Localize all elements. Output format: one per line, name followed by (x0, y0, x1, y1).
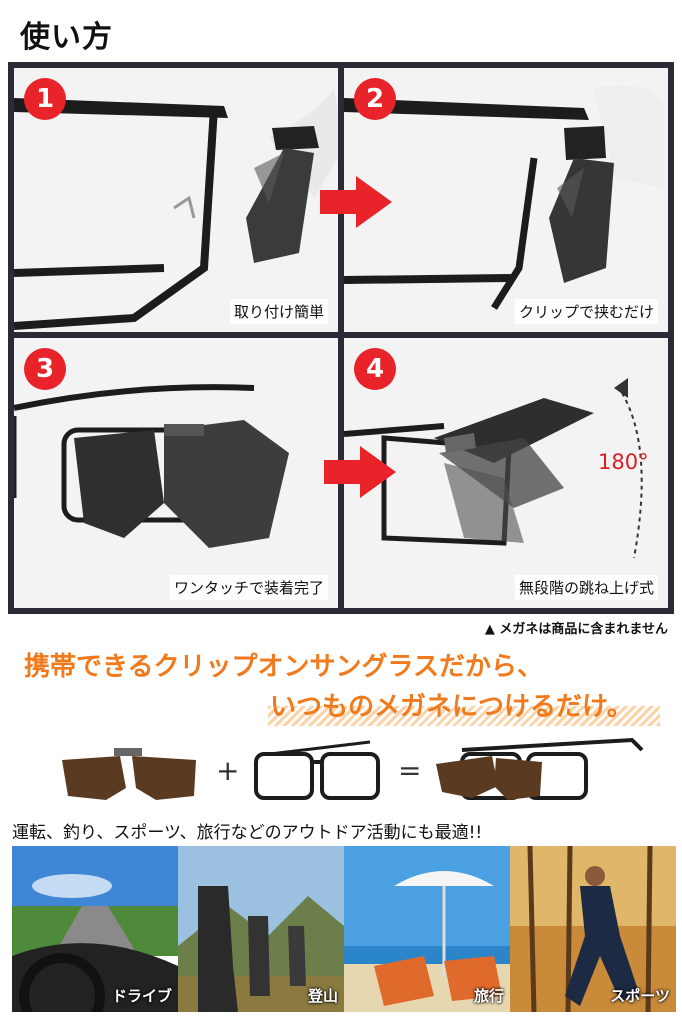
photo-label-travel: 旅行 (473, 987, 504, 1005)
step-2-illustration (344, 85, 664, 310)
step-1-illustration (14, 88, 338, 330)
equals-sign: = (398, 754, 422, 787)
headline-highlight-stripe (268, 706, 660, 726)
step-4-number-badge: 4 (354, 348, 396, 390)
step-3-illustration (14, 384, 289, 548)
use-cases-text: 運転、釣り、スポーツ、旅行などのアウトドア活動にも最適!! (12, 823, 483, 843)
step-2-panel: 2 クリップで挟むだけ (344, 68, 668, 332)
photo-hiking: 登山 (178, 846, 344, 1012)
step-3-panel: 3 ワンタッチで装着完了 (14, 338, 338, 608)
product-equation: + = (0, 734, 682, 814)
photo-sports: スポーツ (510, 846, 676, 1012)
glasses-frame-icon (254, 740, 380, 800)
photo-label-sports: スポーツ (610, 987, 670, 1005)
travel-photo-image (344, 846, 510, 1012)
photo-drive: ドライブ (12, 846, 178, 1012)
arrow-right-icon (324, 446, 396, 498)
step-1-caption: 取り付け簡単 (229, 299, 328, 324)
headline-line-1: 携帯できるクリップオンサングラスだから、 (24, 652, 543, 682)
step-1-number-badge: 1 (24, 78, 66, 120)
step-4-illustration (344, 378, 643, 559)
photo-label-drive: ドライブ (111, 987, 172, 1005)
step-1-panel: 1 取り付け簡単 (14, 68, 338, 332)
step-2-caption: クリップで挟むだけ (514, 299, 658, 324)
sports-photo-image (510, 846, 676, 1012)
photo-label-hiking: 登山 (307, 987, 338, 1005)
step-3-caption: ワンタッチで装着完了 (169, 575, 328, 600)
step-3-number-badge: 3 (24, 348, 66, 390)
step-2-number-badge: 2 (354, 78, 396, 120)
product-note: ▲ メガネは商品に含まれません (484, 622, 668, 637)
clip-lens-icon (62, 748, 196, 800)
arrow-right-icon (320, 176, 392, 228)
steps-grid: 1 取り付け簡単 2 クリップで挟むだけ 3 ワンタッチで装着完了 (8, 62, 674, 614)
step-4-caption: 無段階の跳ね上げ式 (514, 575, 658, 600)
drive-photo-image (12, 846, 178, 1012)
step-4-panel: 180° 4 無段階の跳ね上げ式 (344, 338, 668, 608)
step-4-angle-label: 180° (598, 450, 649, 474)
photo-travel: 旅行 (344, 846, 510, 1012)
glasses-with-clip-icon (436, 737, 644, 800)
plus-sign: + (216, 754, 240, 787)
page-title: 使い方 (20, 20, 113, 55)
hiking-photo-image (178, 846, 344, 1012)
headline-line-2: いつものメガネにつけるだけ。 (270, 692, 633, 722)
